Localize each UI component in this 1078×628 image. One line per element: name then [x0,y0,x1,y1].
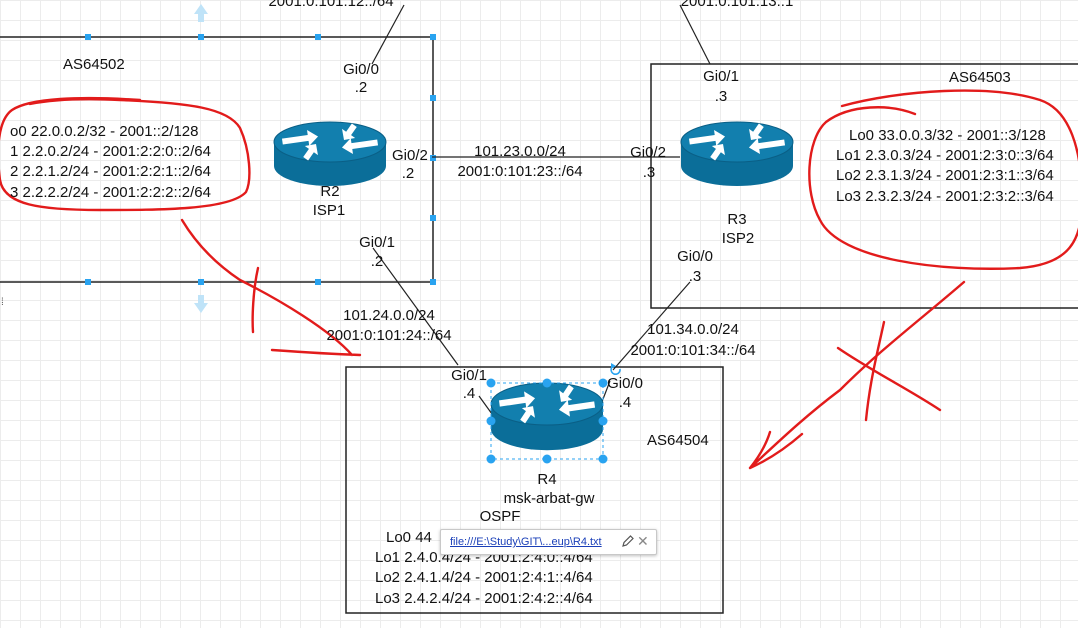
link-r2-r4-v4: 101.24.0.0/24 [343,307,435,324]
link-r2-r3-v6: 2001:0:101:23::/64 [457,163,583,180]
link-r3-r4-v4: 101.34.0.0/24 [647,321,739,338]
r4-gi01-addr: .4 [462,385,476,402]
r4-protocol: OSPF [479,508,521,525]
link-tooltip: file:///E:\Study\GIT\...eup\R4.txt ✕ [440,529,657,555]
as64504-box[interactable] [345,366,724,614]
router-r2-icon[interactable] [273,120,387,187]
link-r3-r4-v6: 2001:0:101:34::/64 [630,342,756,359]
as64503-box[interactable] [650,63,1078,309]
as64502-label: AS64502 [63,56,125,73]
r3-name: R3 [727,211,747,228]
r3-loopback-3: Lo3 2.3.2.3/24 - 2001:2:3:2::3/64 [836,188,1054,205]
r3-gi01-name: Gi0/1 [703,68,739,85]
link-r2-r4-v6: 2001:0:101:24::/64 [326,327,452,344]
annotation-markings [0,89,1078,470]
r4-loopback-0: Lo0 44 [386,529,432,546]
r2-gi01-addr: .2 [370,253,384,270]
r2-role: ISP1 [312,202,346,219]
r2-loopback-3: 3 2.2.2.2/24 - 2001:2:2:2::2/64 [10,184,211,201]
r2-loopback-1: 1 2.2.0.2/24 - 2001:2:2:0::2/64 [10,143,211,160]
link-r3-r4[interactable] [612,281,691,371]
r2-gi01-name: Gi0/1 [359,234,395,251]
annotation-arrow-left [180,218,362,357]
r3-gi00-addr: .3 [688,268,702,285]
r3-loopback-2: Lo2 2.3.1.3/24 - 2001:2:3:1::3/64 [836,167,1054,184]
router-r3-icon[interactable] [680,120,794,187]
r2-gi02-name: Gi0/2 [392,147,428,164]
link-r4-gi01[interactable] [478,395,493,415]
r2-loopback-0: o0 22.0.0.2/32 - 2001::2/128 [10,123,199,140]
as64504-label: AS64504 [647,432,709,449]
r4-loopback-3: Lo3 2.4.2.4/24 - 2001:2:4:2::4/64 [375,590,593,607]
edge-marker: ⁞ [1,297,4,308]
r3-loopback-1: Lo1 2.3.0.3/24 - 2001:2:3:0::3/64 [836,147,1054,164]
annotation-arrow-right [748,280,966,470]
annotation-circle-r3-loopbacks [808,89,1078,270]
r3-gi00-name: Gi0/0 [677,248,713,265]
router-r4-icon[interactable] [490,381,604,451]
annotation-cross [836,320,942,422]
link-r2-up-label: 2001:0:101:12::/64 [268,0,394,10]
r4-selection-handles[interactable] [486,378,608,464]
r4-gi00-name: Gi0/0 [607,375,643,392]
r2-name: R2 [320,183,340,200]
r4-loopback-2: Lo2 2.4.1.4/24 - 2001:2:4:1::4/64 [375,569,593,586]
r4-role: msk-arbat-gw [503,490,595,507]
link-r3-up-label: 2001:0:101:13::1 [680,0,794,10]
r4-gi00-addr: .4 [618,394,632,411]
link-r2-r4[interactable] [372,247,459,366]
r3-gi01-addr: .3 [714,88,728,105]
r2-gi00-name: Gi0/0 [343,61,379,78]
close-icon[interactable]: ✕ [637,533,649,549]
r3-role: ISP2 [721,230,755,247]
r4-gi01-name: Gi0/1 [451,367,487,384]
link-r3-up[interactable] [679,4,711,65]
r2-gi00-addr: .2 [354,79,368,96]
r3-loopback-0: Lo0 33.0.0.3/32 - 2001::3/128 [849,127,1046,144]
link-r2-up[interactable] [371,4,405,65]
as64502-selection-handles[interactable] [85,34,436,285]
pencil-icon[interactable] [621,534,635,548]
r3-gi02-addr: .3 [642,164,656,181]
as64503-label: AS64503 [949,69,1011,86]
annotation-circle-r2-loopbacks [0,96,251,212]
r2-loopback-2: 2 2.2.1.2/24 - 2001:2:2:1::2/64 [10,163,211,180]
r4-name: R4 [537,471,557,488]
r2-gi02-addr: .2 [401,165,415,182]
tooltip-file-link[interactable]: file:///E:\Study\GIT\...eup\R4.txt [450,536,602,548]
resize-arrow-icons[interactable] [194,4,208,313]
link-r2-r3-v4: 101.23.0.0/24 [474,143,566,160]
r3-gi02-name: Gi0/2 [630,144,666,161]
